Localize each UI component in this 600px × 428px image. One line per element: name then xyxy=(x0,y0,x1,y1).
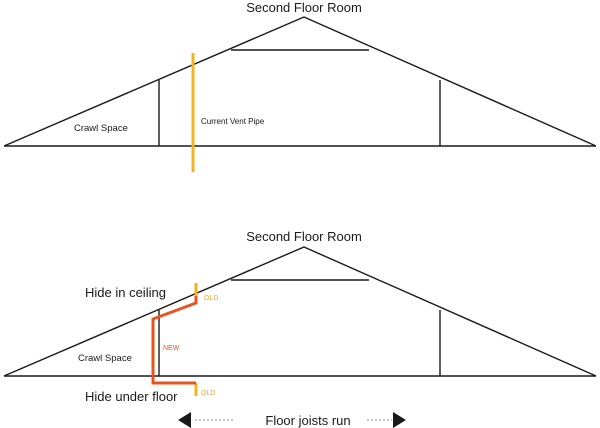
floor-joists-label: Floor joists run xyxy=(265,413,350,428)
old-bottom-label: OLD xyxy=(201,390,215,397)
top-title: Second Floor Room xyxy=(246,0,362,15)
old-top-label: OLD xyxy=(204,295,218,302)
top-crawl-space-label: Crawl Space xyxy=(74,123,128,134)
hide-under-floor-label: Hide under floor xyxy=(85,389,178,404)
bottom-title: Second Floor Room xyxy=(246,229,362,244)
new-pipe-label: NEW xyxy=(163,345,180,352)
bottom-attic-diagram: Second Floor Room Crawl Space Hide in ce… xyxy=(3,229,597,428)
top-roof-outline xyxy=(3,16,597,147)
right-arrow-icon xyxy=(393,412,406,428)
left-arrow-icon xyxy=(178,412,191,428)
bottom-roof-outline xyxy=(3,246,597,377)
top-attic-diagram: Second Floor Room Crawl Space Current Ve… xyxy=(3,0,597,172)
new-vent-pipe xyxy=(151,296,198,385)
bottom-crawl-space-label: Crawl Space xyxy=(78,353,132,364)
vent-pipe-label: Current Vent Pipe xyxy=(201,117,265,126)
hide-in-ceiling-label: Hide in ceiling xyxy=(85,285,166,300)
